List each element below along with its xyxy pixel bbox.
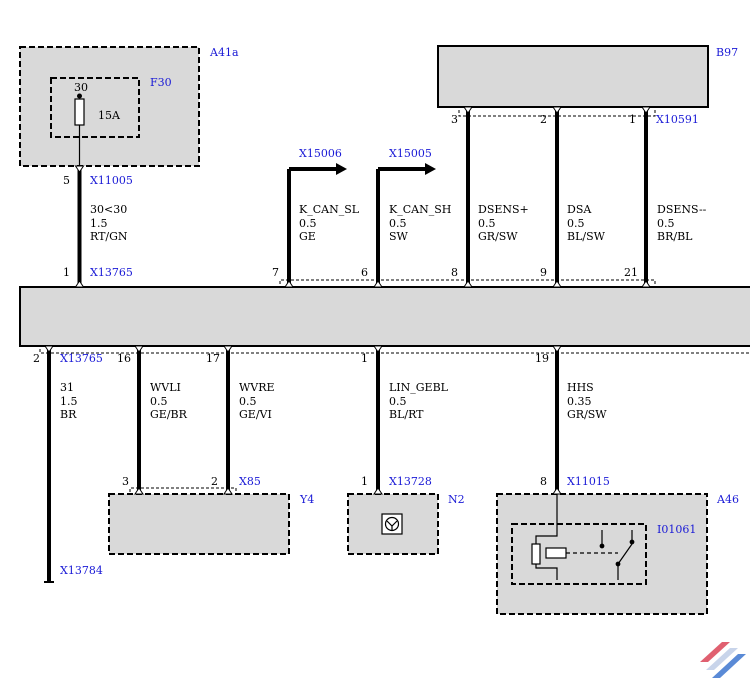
connector-x10591-label: X10591 (656, 113, 699, 126)
wire-label-lin-gebl: LIN_GEBL 0.5 BL/RT (389, 381, 449, 421)
connector-x13728-label: X13728 (389, 475, 432, 488)
wire-color: SW (389, 230, 409, 243)
pin-label: 2 (33, 352, 40, 365)
wire-size: 0.5 (389, 395, 407, 408)
connector-x11015-label: X11015 (567, 475, 610, 488)
n2-sensor-symbol-icon (386, 520, 398, 530)
wire-color: GE (299, 230, 316, 243)
pin-label: 1 (361, 352, 368, 365)
relay-switch-icon (531, 524, 635, 580)
wire-signal: DSENS+ (478, 203, 529, 216)
wire-signal: K_CAN_SL (299, 203, 360, 216)
pin-label: 17 (206, 352, 220, 365)
wire-color: BL/RT (389, 408, 424, 421)
wire-size: 0.35 (567, 395, 592, 408)
wire-label-wvre: WVRE 0.5 GE/VI (239, 381, 275, 421)
ecu-bottom-shroud (39, 349, 750, 354)
wire-label-31: 31 1.5 BR (60, 381, 78, 421)
pin-label: 8 (540, 475, 547, 488)
wire-label-dsa: DSA 0.5 BL/SW (567, 203, 606, 243)
wire-signal: DSENS-- (657, 203, 707, 216)
wire-label-hhs: HHS 0.35 GR/SW (567, 381, 607, 421)
wire-signal: K_CAN_SH (389, 203, 451, 216)
wire-color: GE/VI (239, 408, 272, 421)
component-y4-label: Y4 (299, 493, 314, 506)
x10591-shroud (458, 110, 656, 117)
wire-size: 0.5 (239, 395, 257, 408)
component-a41a-label: A41a (209, 46, 239, 59)
pin-label: 16 (117, 352, 131, 365)
wire-size: 0.5 (150, 395, 168, 408)
connector-x13765-top-label: X13765 (90, 266, 133, 279)
fuse-icon (74, 98, 85, 126)
wire-size: 0.5 (657, 217, 675, 230)
pin-label: 1 (629, 113, 636, 126)
f30-fuse-box (50, 77, 140, 138)
x15006-arrow-icon (336, 163, 347, 175)
wire-signal: HHS (567, 381, 594, 394)
pin-label: 3 (451, 113, 458, 126)
connector-x85-label: X85 (239, 475, 261, 488)
wire-signal: WVLI (150, 381, 181, 394)
n2-sensor-circle-icon (384, 516, 400, 532)
wire-label-dsens-minus: DSENS-- 0.5 BR/BL (657, 203, 707, 243)
pin-label: 2 (211, 475, 218, 488)
wire-size: 0.5 (478, 217, 496, 230)
wire-signal: 30<30 (90, 203, 127, 216)
pin-label: 1 (361, 475, 368, 488)
pin-label: 7 (272, 266, 279, 279)
pin-label: 19 (535, 352, 549, 365)
wire-color: GE/BR (150, 408, 188, 421)
wire-color: RT/GN (90, 230, 128, 243)
wire-label-30: 30<30 1.5 RT/GN (90, 203, 128, 243)
wire-signal: 31 (60, 381, 74, 394)
wire-size: 1.5 (60, 395, 78, 408)
wire-color: GR/SW (478, 230, 518, 243)
fuse-terminal (77, 93, 82, 99)
connector-x15006-label: X15006 (299, 147, 342, 160)
connector-x15005-label: X15005 (389, 147, 432, 160)
y4-box (108, 493, 290, 555)
component-a46-label: A46 (716, 493, 739, 506)
wire-label-k-can-sl: K_CAN_SL 0.5 GE (299, 203, 360, 243)
logo-icon (700, 642, 746, 678)
pin-label: 5 (63, 174, 70, 187)
connector-x13765-bottom-label: X13765 (60, 352, 103, 365)
x85-shroud (129, 487, 237, 492)
pin-markers (44, 106, 651, 495)
component-f30-label: F30 (150, 76, 172, 89)
b97-box (437, 45, 709, 108)
pin-label: 3 (122, 475, 129, 488)
wire-size: 0.5 (299, 217, 317, 230)
wire-signal: WVRE (239, 381, 275, 394)
wire-signal: LIN_GEBL (389, 381, 449, 394)
wire-color: GR/SW (567, 408, 607, 421)
pin-label: 2 (540, 113, 547, 126)
wire-label-k-can-sh: K_CAN_SH 0.5 SW (389, 203, 451, 243)
wire-label-dsens-plus: DSENS+ 0.5 GR/SW (478, 203, 529, 243)
wire-color: BR/BL (657, 230, 693, 243)
pin-label: 9 (540, 266, 547, 279)
wire-label-wvli: WVLI 0.5 GE/BR (150, 381, 188, 421)
pin-label: 1 (63, 266, 70, 279)
pin-label: 8 (451, 266, 458, 279)
wire-size: 1.5 (90, 217, 108, 230)
wire-color: BL/SW (567, 230, 606, 243)
wire-signal: DSA (567, 203, 592, 216)
fuse-rating-label: 15A (98, 109, 121, 122)
pin-label: 6 (361, 266, 368, 279)
x15005-arrow-icon (425, 163, 436, 175)
control-unit-box (19, 286, 750, 347)
fuse-pin-label: 30 (74, 81, 88, 94)
connector-x13784-label: X13784 (60, 564, 103, 577)
wire-size: 0.5 (567, 217, 585, 230)
connector-x11005-label: X11005 (90, 174, 133, 187)
component-i01061-label: I01061 (657, 523, 696, 536)
wire-size: 0.5 (389, 217, 407, 230)
wire-color: BR (60, 408, 77, 421)
component-b97-label: B97 (716, 46, 738, 59)
component-n2-label: N2 (448, 493, 465, 506)
pin-label: 21 (624, 266, 638, 279)
